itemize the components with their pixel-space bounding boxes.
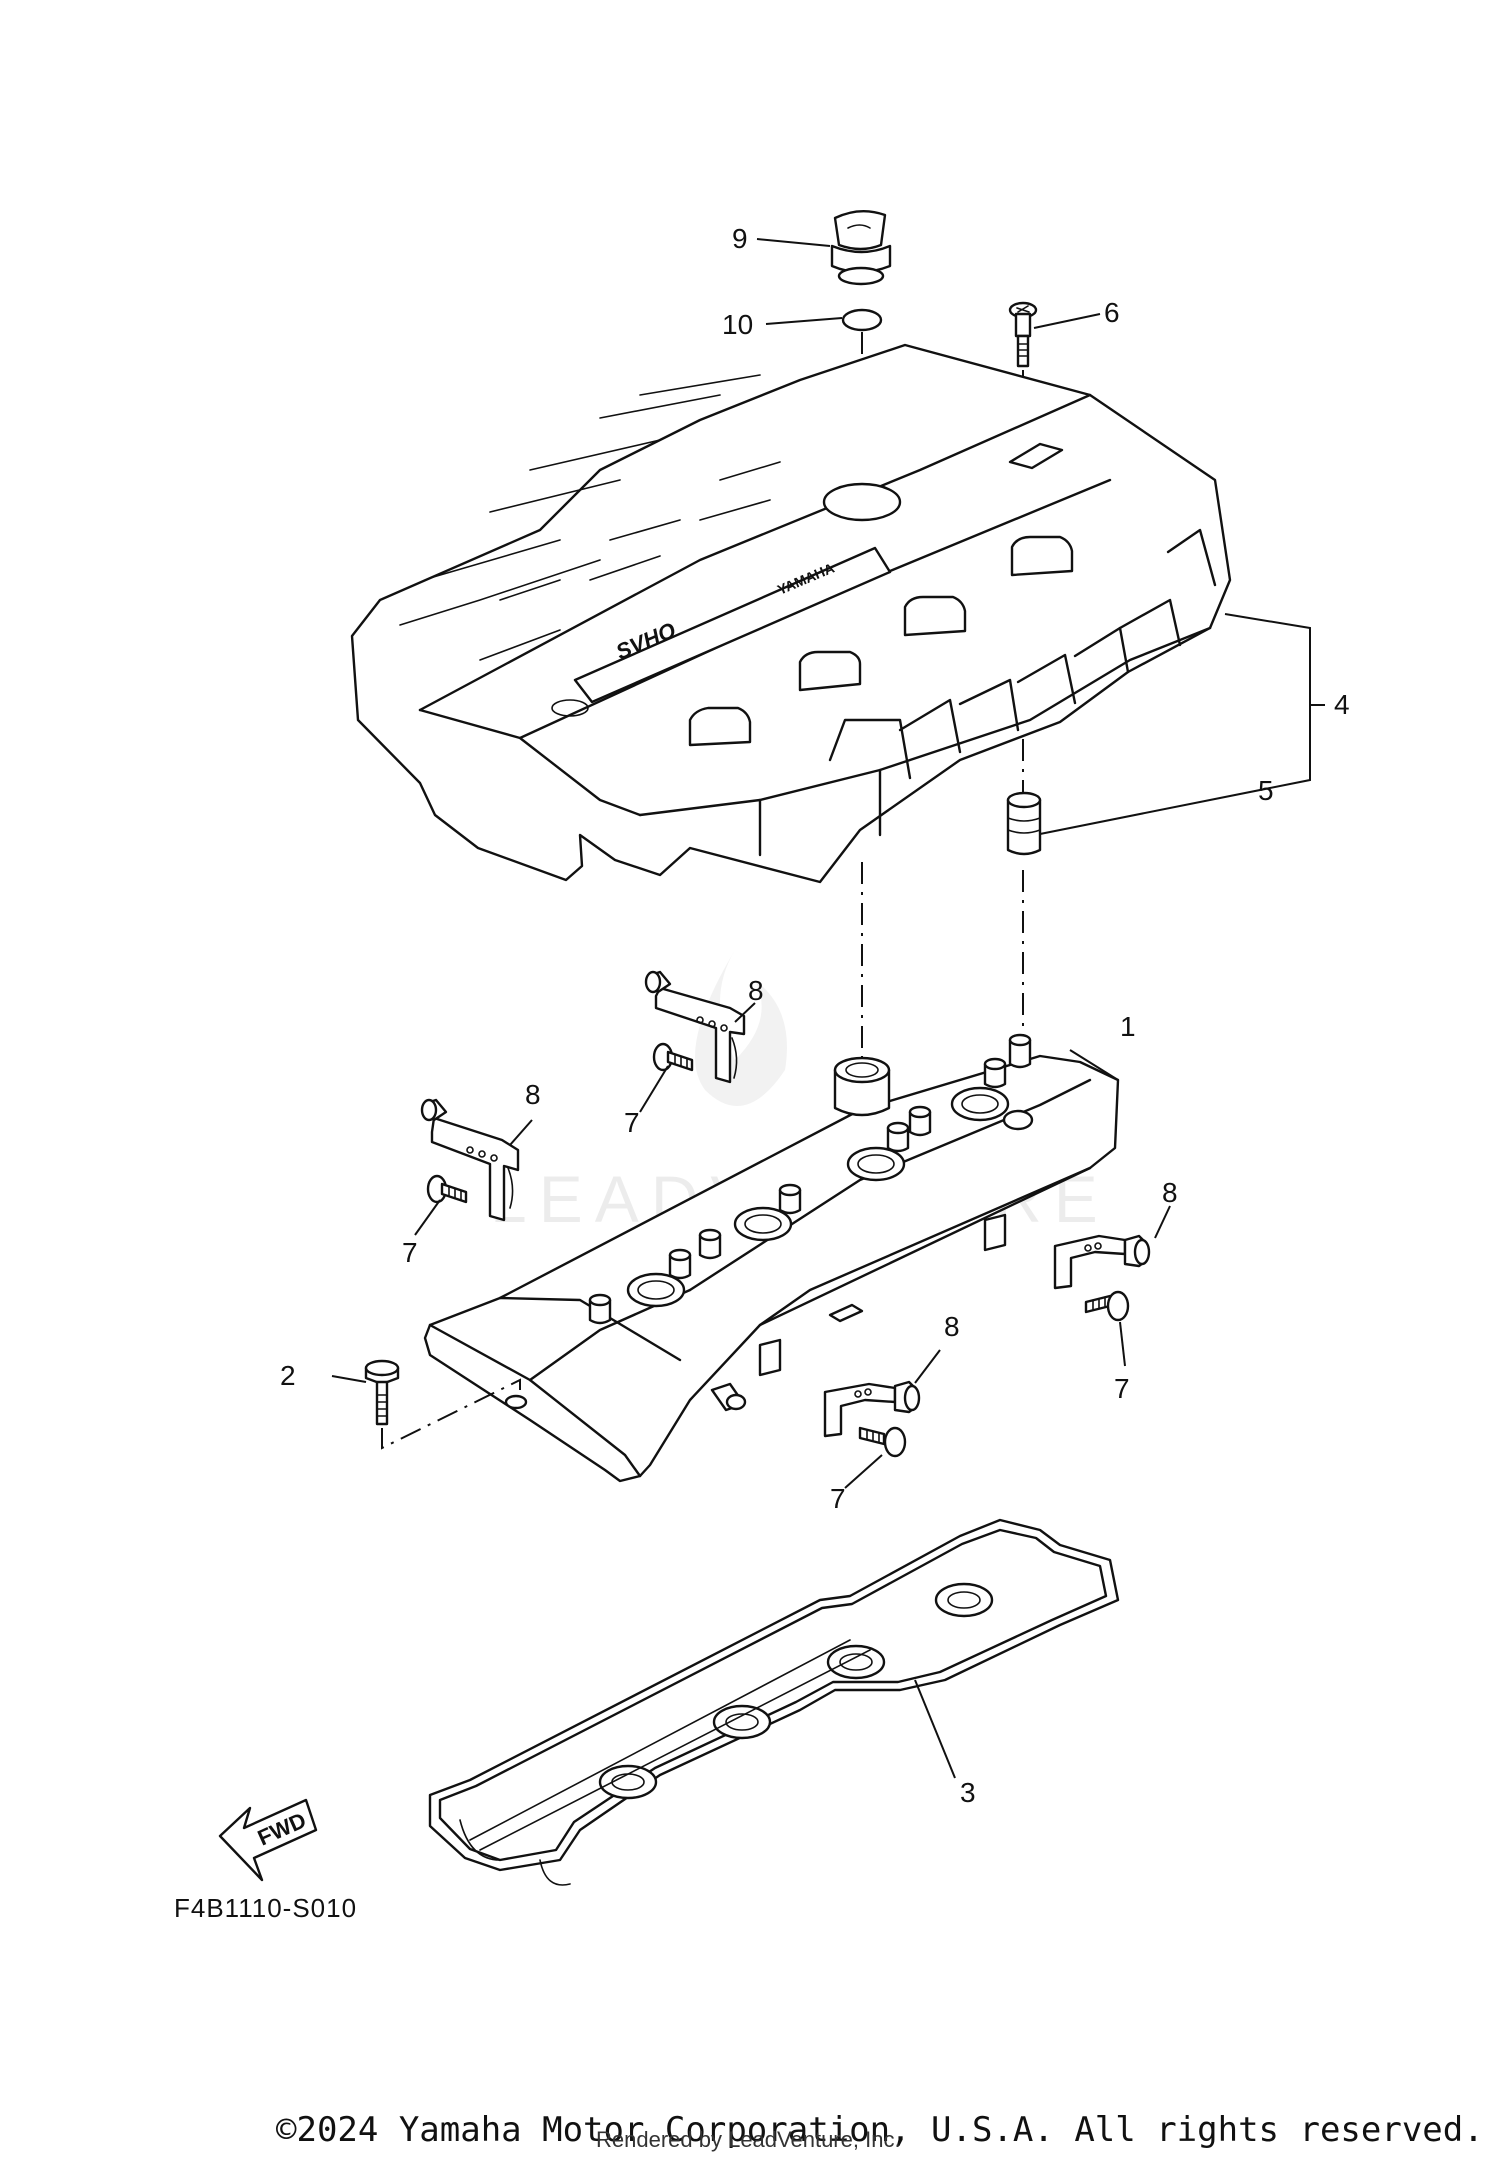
bracket-bolt-upper [652, 1042, 694, 1072]
bracket-bolt-right [1084, 1290, 1130, 1322]
o-ring [841, 308, 883, 332]
bracket-middle-left [420, 1098, 520, 1222]
leader-lines [331, 238, 1325, 1779]
bracket-right [1053, 1234, 1151, 1290]
figure-code: F4B1110-S010 [174, 1893, 358, 1923]
rendered-by-credit: Rendered by LeadVenture, Inc. [596, 2127, 901, 2152]
callout-4: 4 [1334, 689, 1350, 720]
callout-7-b: 7 [402, 1237, 418, 1268]
callout-8-c: 8 [1162, 1177, 1178, 1208]
callout-labels: 1 2 3 4 5 6 7 7 7 7 8 8 8 8 9 10 [280, 223, 1350, 1808]
callout-6: 6 [1104, 297, 1120, 328]
callout-8-b: 8 [525, 1079, 541, 1110]
engine-top-cover: SVHO YAMAHA [350, 343, 1232, 884]
callout-7-c: 7 [1114, 1373, 1130, 1404]
callout-1: 1 [1120, 1011, 1136, 1042]
copyright-notice: ©2024 Yamaha Motor Corporation, U.S.A. A… [276, 2110, 1484, 2150]
callout-3: 3 [960, 1777, 976, 1808]
callout-10: 10 [722, 309, 753, 340]
bracket-lower [823, 1380, 921, 1438]
callout-8-d: 8 [944, 1311, 960, 1342]
oil-filler-cap [830, 210, 892, 286]
cylinder-head-cover [423, 1033, 1120, 1483]
forward-direction-icon: FWD [218, 1798, 318, 1882]
callout-9: 9 [732, 223, 748, 254]
bracket-bolt-middle [426, 1174, 468, 1204]
callout-7-a: 7 [624, 1107, 640, 1138]
head-cover-gasket [428, 1518, 1120, 1886]
callout-5: 5 [1258, 775, 1274, 806]
callout-7-d: 7 [830, 1483, 846, 1514]
screw [1008, 301, 1038, 368]
grommet [1006, 791, 1042, 856]
bracket-upper-left [644, 970, 746, 1084]
callout-2: 2 [280, 1360, 296, 1391]
callout-8-a: 8 [748, 975, 764, 1006]
bracket-bolt-lower [858, 1426, 907, 1458]
bolt [364, 1359, 400, 1426]
